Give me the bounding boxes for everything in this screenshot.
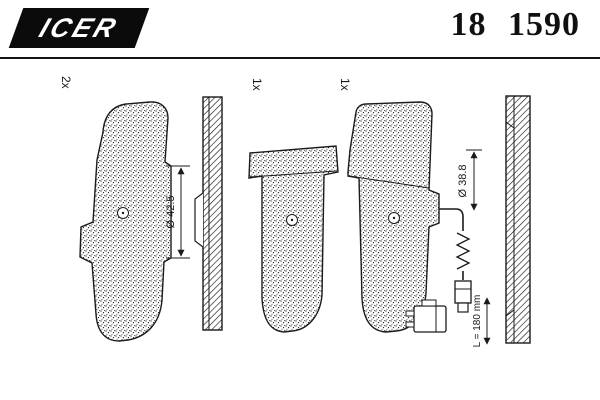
qty-label-middle-pad: 1x xyxy=(250,78,264,91)
dimension-right-diameter-label: Ø 38.8 xyxy=(457,164,469,197)
dimension-left-diameter: Ø 42.5 xyxy=(165,165,190,259)
brake-pad-front-view-middle xyxy=(248,145,339,333)
dimension-sensor-length-label: L = 180 mm xyxy=(472,295,483,348)
part-number: 18 1590 xyxy=(450,6,580,43)
qty-label-left-pad: 2x xyxy=(59,76,73,89)
brake-pad-front-view-left xyxy=(79,101,172,342)
sensor-connector-detail xyxy=(405,299,447,333)
dimension-sensor-length: L = 180 mm xyxy=(472,295,491,348)
dimension-left-diameter-label: Ø 42.5 xyxy=(165,195,177,228)
icer-logo: ICER xyxy=(8,8,150,48)
pad-side-view-right xyxy=(505,95,531,344)
qty-label-right-pad: 1x xyxy=(338,78,352,91)
technical-drawing: 2x 1x 1x Ø 42.5 xyxy=(59,76,531,348)
dimension-right-diameter: Ø 38.8 xyxy=(457,149,482,211)
pad-side-view-left xyxy=(194,96,223,331)
icer-logo-text: ICER xyxy=(35,12,123,43)
wear-sensor-assembly xyxy=(439,208,472,313)
page-header: ICER 18 1590 xyxy=(0,0,600,59)
brake-pad-front-view-sensor xyxy=(347,101,440,333)
